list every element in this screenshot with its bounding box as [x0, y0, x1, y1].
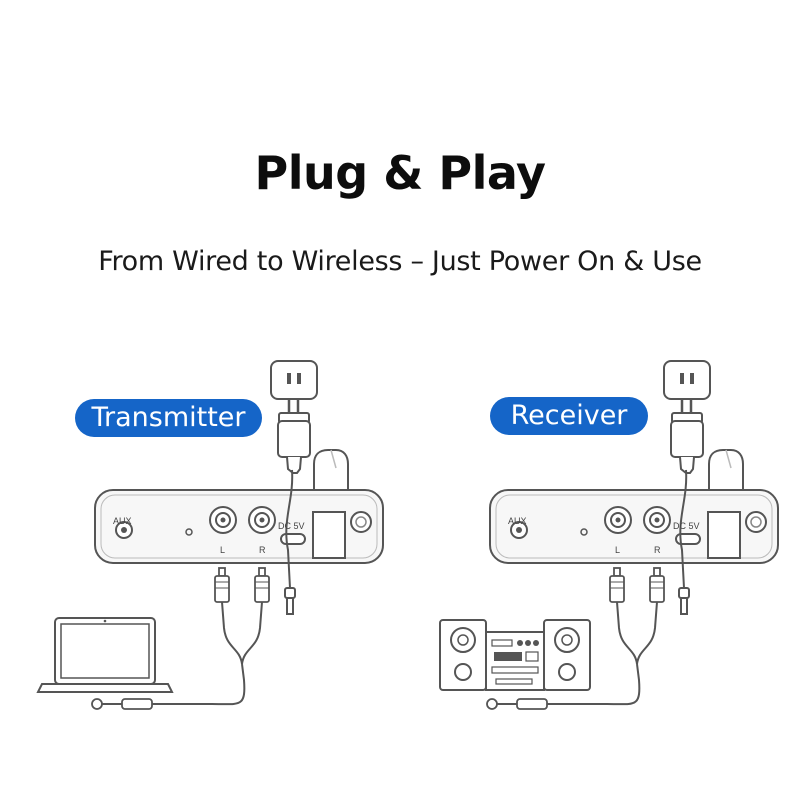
aux-label: AUX: [113, 516, 132, 526]
receiver-device: [489, 489, 779, 564]
power-adapter-icon: [662, 359, 712, 475]
transmitter-badge: Transmitter: [75, 399, 262, 437]
power-adapter-icon: [269, 359, 319, 475]
dc-label: DC 5V: [673, 521, 700, 531]
aux-label: AUX: [508, 516, 527, 526]
left-label: L: [220, 545, 225, 555]
right-label: R: [654, 545, 661, 555]
dc-label: DC 5V: [278, 521, 305, 531]
left-label: L: [615, 545, 620, 555]
transmitter-assembly: AUX DC 5V L R: [36, 359, 384, 710]
stereo-system-icon: [439, 619, 591, 691]
laptop-icon: [36, 617, 174, 693]
transmitter-device: [94, 489, 384, 564]
page-subtitle: From Wired to Wireless – Just Power On &…: [98, 246, 702, 277]
receiver-assembly: AUX DC 5V L R: [439, 359, 779, 710]
receiver-badge: Receiver: [490, 397, 648, 435]
right-label: R: [259, 545, 266, 555]
page-title: Plug & Play: [254, 146, 546, 200]
